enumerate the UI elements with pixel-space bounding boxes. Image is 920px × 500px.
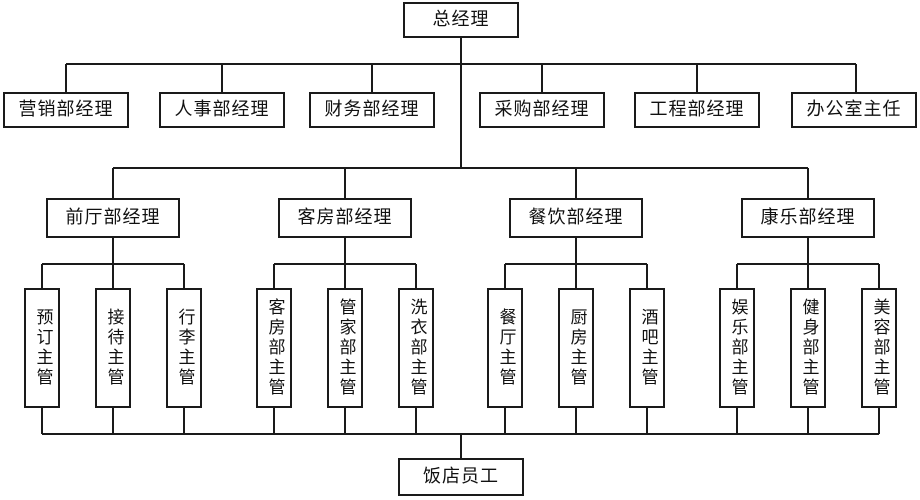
node-hotel-staff: 饭店员工 bbox=[398, 458, 524, 496]
node-supervisor-g1-3: 行李主管 bbox=[166, 288, 202, 408]
node-ops-manager-1: 前厅部经理 bbox=[46, 198, 180, 238]
node-dept-4: 采购部经理 bbox=[479, 92, 605, 128]
node-dept-2: 人事部经理 bbox=[159, 92, 285, 128]
node-ops-manager-4: 康乐部经理 bbox=[741, 198, 875, 238]
node-supervisor-g4-1: 娱乐部主管 bbox=[719, 288, 755, 408]
node-dept-6: 办公室主任 bbox=[791, 92, 917, 128]
node-supervisor-g4-2: 健身部主管 bbox=[790, 288, 826, 408]
node-dept-1: 营销部经理 bbox=[3, 92, 129, 128]
node-supervisor-g2-2: 管家部主管 bbox=[327, 288, 363, 408]
node-supervisor-g3-1: 餐厅主管 bbox=[487, 288, 523, 408]
node-supervisor-g4-3: 美容部主管 bbox=[861, 288, 897, 408]
node-general-manager: 总经理 bbox=[403, 2, 519, 38]
node-supervisor-g2-3: 洗衣部主管 bbox=[398, 288, 434, 408]
node-dept-5: 工程部经理 bbox=[634, 92, 760, 128]
node-supervisor-g1-1: 预订主管 bbox=[24, 288, 60, 408]
node-supervisor-g2-1: 客房部主管 bbox=[256, 288, 292, 408]
node-ops-manager-3: 餐饮部经理 bbox=[509, 198, 643, 238]
node-ops-manager-2: 客房部经理 bbox=[278, 198, 412, 238]
node-supervisor-g3-3: 酒吧主管 bbox=[629, 288, 665, 408]
node-supervisor-g3-2: 厨房主管 bbox=[558, 288, 594, 408]
node-dept-3: 财务部经理 bbox=[309, 92, 435, 128]
node-supervisor-g1-2: 接待主管 bbox=[95, 288, 131, 408]
